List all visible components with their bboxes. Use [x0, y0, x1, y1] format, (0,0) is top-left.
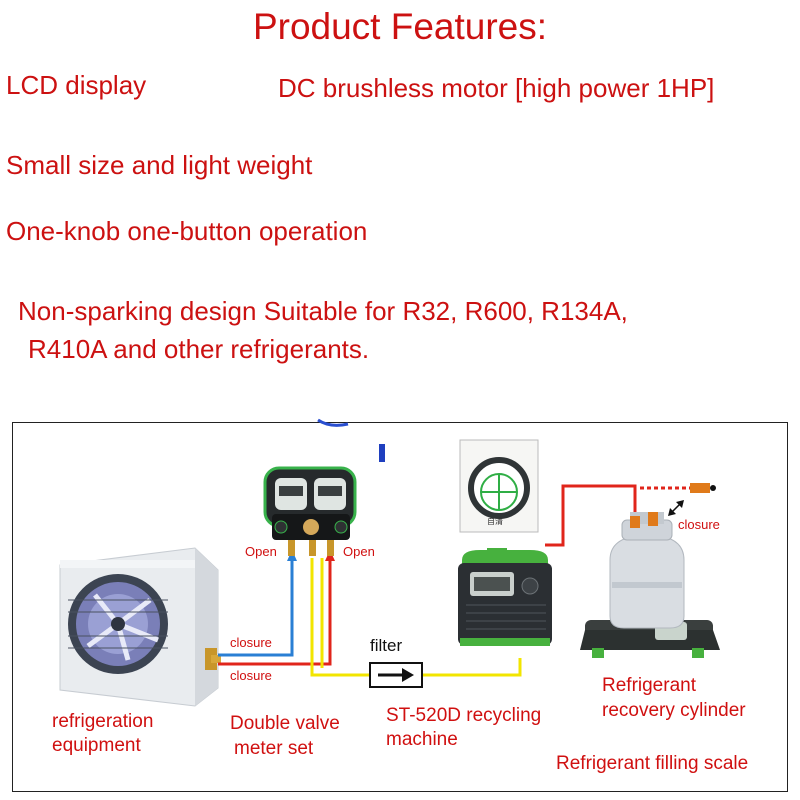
label-filling-scale: Refrigerant filling scale	[556, 753, 749, 774]
label-double-valve-1: Double valve	[230, 713, 340, 734]
label-double-valve-2: meter set	[234, 738, 314, 759]
manifold-gauge-illustration	[263, 466, 357, 556]
feature-one-knob: One-knob one-button operation	[6, 216, 368, 246]
inset-photo	[459, 439, 539, 533]
recovery-cylinder-illustration	[580, 483, 720, 658]
label-refrigeration-equipment-2: equipment	[52, 735, 141, 756]
cylinder-valve-icon	[630, 516, 640, 528]
filter-label: filter	[370, 636, 403, 655]
inset-caption: 自清	[487, 517, 503, 526]
filter-icon	[369, 662, 423, 688]
page-title: Product Features:	[252, 6, 548, 47]
valve-knob-icon	[303, 519, 319, 535]
open-label-left: Open	[245, 544, 277, 559]
ac-unit-illustration	[59, 547, 221, 707]
cable-fragment	[317, 418, 349, 427]
closure-label-cylinder: closure	[678, 517, 720, 532]
label-recycling-machine-1: ST-520D recycling	[386, 705, 542, 726]
diagram-frame	[12, 422, 788, 792]
feature-refrigerants-line1: Non-sparking design Suitable for R32, R6…	[18, 296, 628, 326]
hose-lines	[218, 484, 690, 677]
feature-size-weight: Small size and light weight	[6, 150, 313, 180]
connector-fragment	[379, 444, 385, 462]
open-label-right: Open	[343, 544, 375, 559]
feature-brushless-motor: DC brushless motor [high power 1HP]	[278, 73, 715, 103]
closure-label-top: closure	[230, 635, 272, 650]
recycling-machine-illustration	[458, 548, 552, 646]
label-recovery-cylinder-1: Refrigerant	[602, 675, 696, 696]
closure-label-bottom: closure	[230, 668, 272, 683]
label-recovery-cylinder-2: recovery cylinder	[602, 700, 746, 721]
feature-lcd-display: LCD display	[6, 70, 147, 100]
label-recycling-machine-2: machine	[386, 729, 458, 750]
label-refrigeration-equipment-1: refrigeration	[52, 711, 154, 732]
feature-refrigerants-line2: R410A and other refrigerants.	[28, 334, 370, 364]
